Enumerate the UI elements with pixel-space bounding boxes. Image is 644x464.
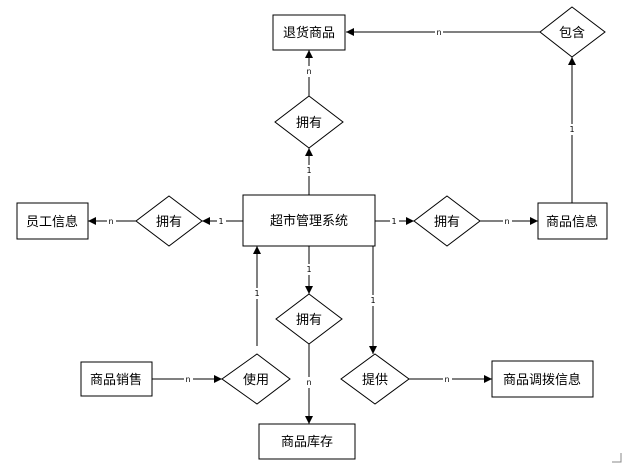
card-provide-to-transfer: n bbox=[444, 375, 449, 384]
relationship-provide-label: 提供 bbox=[362, 372, 388, 388]
card-own-right-to-product: n bbox=[504, 217, 509, 226]
relationship-own-top-label: 拥有 bbox=[296, 116, 322, 131]
entity-employee-info-label: 员工信息 bbox=[26, 214, 78, 230]
card-own-top-to-returned: n bbox=[306, 67, 311, 76]
card-system-to-own-top: 1 bbox=[306, 166, 311, 175]
relationship-own-bottom[interactable]: 拥有 bbox=[275, 293, 343, 345]
entity-system[interactable]: 超市管理系统 bbox=[242, 194, 376, 247]
relationship-contains[interactable]: 包含 bbox=[539, 6, 606, 58]
card-own-left-to-employee: n bbox=[108, 217, 113, 226]
entity-returned-goods-label: 退货商品 bbox=[283, 25, 335, 41]
card-product-to-contains: 1 bbox=[569, 125, 574, 134]
card-use-to-system: 1 bbox=[254, 289, 259, 298]
relationship-own-bottom-label: 拥有 bbox=[296, 313, 322, 328]
card-contains-to-returned: n bbox=[436, 28, 441, 37]
entity-inventory[interactable]: 商品库存 bbox=[258, 423, 356, 460]
card-system-to-own-bottom: 1 bbox=[306, 265, 311, 274]
entity-returned-goods[interactable]: 退货商品 bbox=[272, 14, 346, 51]
relationship-contains-label: 包含 bbox=[559, 25, 585, 41]
relationship-own-top[interactable]: 拥有 bbox=[274, 95, 344, 149]
relationship-use-label: 使用 bbox=[243, 372, 269, 388]
relationship-own-left[interactable]: 拥有 bbox=[135, 195, 203, 247]
resize-grip-icon[interactable] bbox=[612, 453, 622, 463]
entity-product-sales-label: 商品销售 bbox=[90, 372, 142, 388]
entity-inventory-label: 商品库存 bbox=[281, 434, 333, 450]
entity-transfer-info[interactable]: 商品调拨信息 bbox=[491, 360, 594, 398]
entity-product-info-label: 商品信息 bbox=[546, 214, 598, 230]
relationship-use[interactable]: 使用 bbox=[221, 353, 291, 405]
cardinality-labels: n 1 n 1 n 1 1 n 1 n 1 n 1 n bbox=[107, 28, 577, 388]
entity-system-label: 超市管理系统 bbox=[270, 213, 348, 229]
entity-employee-info[interactable]: 员工信息 bbox=[16, 202, 89, 240]
card-system-to-own-right: 1 bbox=[391, 217, 396, 226]
entity-transfer-info-label: 商品调拨信息 bbox=[503, 372, 581, 388]
relationship-own-right-label: 拥有 bbox=[434, 215, 460, 230]
card-system-to-own-left: 1 bbox=[218, 217, 223, 226]
entity-product-info[interactable]: 商品信息 bbox=[537, 202, 608, 240]
card-system-to-provide: 1 bbox=[370, 296, 375, 305]
entity-product-sales[interactable]: 商品销售 bbox=[80, 361, 153, 397]
card-sales-to-use: n bbox=[185, 375, 190, 384]
relationship-own-left-label: 拥有 bbox=[156, 215, 182, 230]
card-own-bottom-to-inventory: n bbox=[306, 378, 311, 387]
relationship-provide[interactable]: 提供 bbox=[340, 353, 410, 405]
relationship-own-right[interactable]: 拥有 bbox=[413, 195, 481, 247]
